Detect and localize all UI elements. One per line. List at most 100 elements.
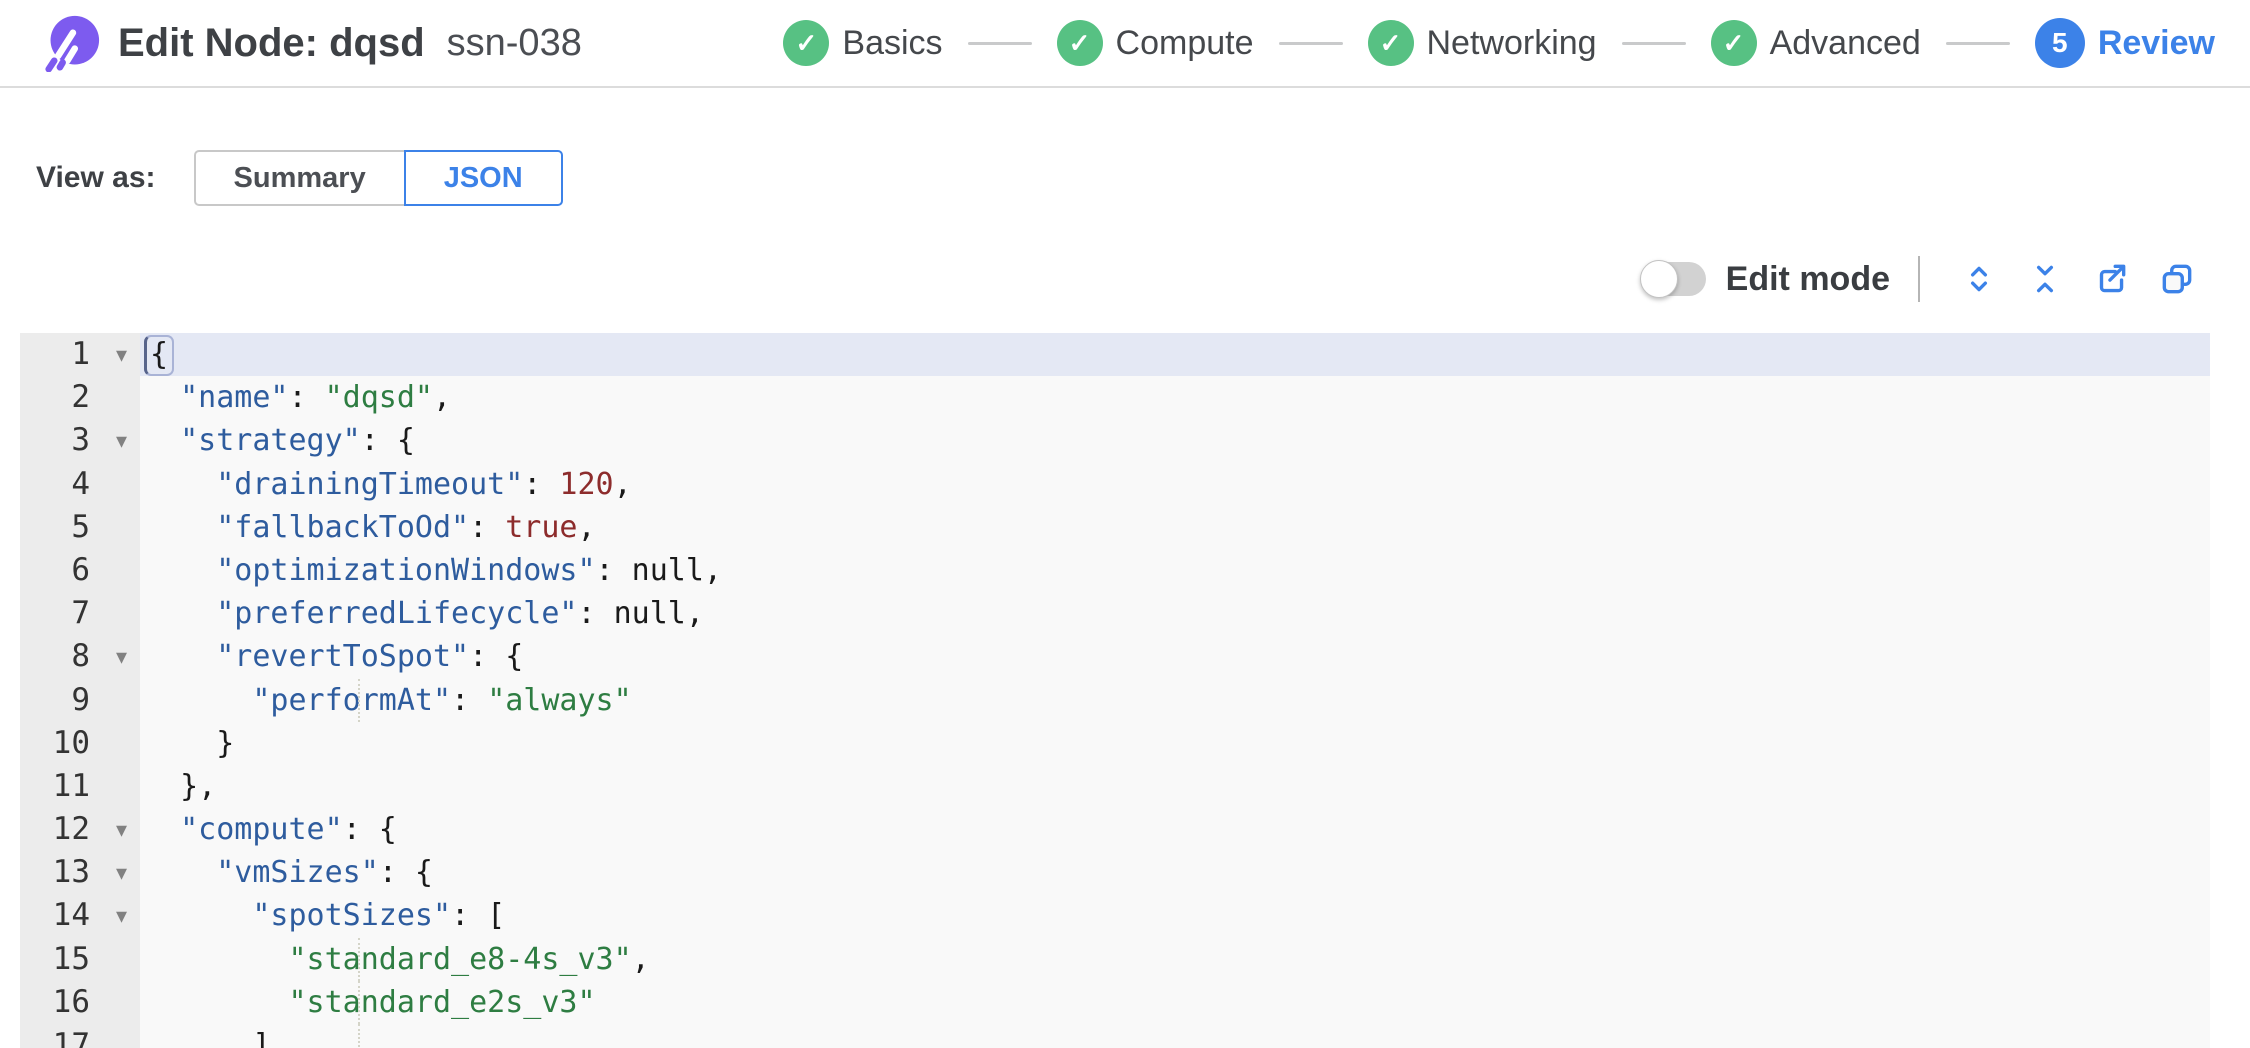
code-line[interactable]: "drainingTimeout": 120,	[144, 463, 2210, 506]
token-bool: true	[505, 509, 578, 545]
code-line[interactable]: "standard_e8-4s_v3",	[144, 937, 2210, 982]
token-str: "standard_e2s_v3"	[288, 984, 596, 1020]
token-key: "revertToSpot"	[216, 639, 470, 675]
gutter-line: 10	[20, 722, 140, 765]
gutter-line: 6	[20, 549, 140, 592]
export-icon[interactable]	[2092, 260, 2130, 298]
page-title: Edit Node: dqsd	[118, 20, 425, 65]
gutter-line: 14 ▾	[20, 894, 140, 937]
step-advanced[interactable]: ✓ Advanced	[1710, 20, 1921, 66]
step-label: Basics	[842, 23, 943, 62]
step-label: Networking	[1426, 23, 1597, 62]
token-null: null	[613, 596, 686, 632]
token-plain	[144, 639, 216, 674]
line-number: 13	[52, 854, 90, 891]
step-label: Review	[2097, 23, 2215, 62]
token-plain: ,	[685, 596, 704, 632]
code-line[interactable]: "name": "dqsd",	[144, 376, 2210, 419]
copy-icon[interactable]	[2158, 260, 2196, 298]
token-plain: :	[451, 682, 488, 718]
code-line[interactable]: }	[144, 722, 2210, 765]
token-plain: : {	[342, 812, 397, 848]
token-key: "preferredLifecycle"	[216, 596, 578, 632]
token-plain: :	[469, 509, 506, 545]
token-plain: ,	[613, 466, 632, 502]
code-line[interactable]: "strategy": {	[144, 419, 2210, 462]
step-networking[interactable]: ✓Networking	[1367, 20, 1597, 66]
collapse-all-icon[interactable]	[2026, 260, 2064, 298]
token-plain	[144, 855, 216, 890]
line-number: 12	[52, 811, 90, 848]
line-number: 2	[71, 379, 90, 416]
step-basics[interactable]: ✓Basics	[783, 20, 943, 66]
check-icon: ✓	[1710, 20, 1757, 66]
code-line[interactable]: },	[144, 765, 2210, 808]
code-line[interactable]: "vmSizes": {	[144, 851, 2210, 894]
step-connector	[1945, 41, 2010, 45]
line-number: 3	[71, 422, 90, 459]
view-as-summary-button[interactable]: Summary	[193, 150, 406, 206]
gutter-line: 13 ▾	[20, 851, 140, 894]
line-number: 6	[71, 551, 90, 588]
code-line[interactable]: "fallbackToOd": true,	[144, 506, 2210, 549]
token-plain: : [	[451, 898, 506, 934]
gutter-line: 11	[20, 765, 140, 808]
token-plain: ,	[577, 509, 596, 545]
step-number-badge: 5	[2034, 18, 2085, 68]
fold-arrow-icon[interactable]: ▾	[116, 903, 128, 929]
line-number: 17	[52, 1027, 90, 1048]
fold-arrow-icon[interactable]: ▾	[116, 342, 128, 367]
code-line[interactable]: "standard_e2s_v3"	[144, 980, 2210, 1025]
check-icon: ✓	[1056, 20, 1103, 66]
token-plain	[144, 985, 289, 1020]
code-line[interactable]: "revertToSpot": {	[144, 635, 2210, 678]
token-plain: :	[288, 380, 325, 416]
fold-arrow-icon[interactable]: ▾	[116, 428, 128, 454]
step-review[interactable]: 5 Review	[2034, 18, 2215, 68]
token-key: "strategy"	[180, 423, 361, 459]
token-str: "always"	[487, 682, 632, 718]
gutter-line: 15	[20, 938, 140, 981]
token-plain: :	[595, 552, 632, 588]
fold-arrow-icon[interactable]: ▾	[116, 817, 128, 843]
fold-arrow-icon[interactable]: ▾	[116, 644, 128, 670]
line-number: 7	[71, 595, 90, 632]
line-number: 4	[71, 465, 90, 502]
line-number: 15	[52, 940, 90, 977]
token-key: "fallbackToOd"	[216, 509, 470, 545]
view-as-json-button[interactable]: JSON	[403, 150, 563, 206]
step-connector	[1621, 41, 1686, 45]
editor-code-area[interactable]: { "name": "dqsd", "strategy": { "drainin…	[140, 333, 2210, 1048]
code-line[interactable]: ],	[144, 1024, 2210, 1048]
code-line[interactable]: "performAt": "always"	[144, 678, 2210, 722]
line-number: 9	[71, 681, 90, 718]
token-plain	[144, 467, 216, 502]
gutter-line: 1▾	[20, 333, 140, 376]
gutter-line: 7	[20, 592, 140, 635]
code-line[interactable]: "optimizationWindows": null,	[144, 549, 2210, 592]
token-plain	[144, 942, 289, 977]
fold-arrow-icon[interactable]: ▾	[116, 860, 128, 886]
step-compute[interactable]: ✓Compute	[1056, 20, 1254, 66]
code-line[interactable]: {	[140, 333, 2210, 377]
token-key: "drainingTimeout"	[216, 466, 524, 502]
step-label: Advanced	[1769, 23, 1921, 62]
gutter-line: 5	[20, 506, 140, 549]
expand-all-icon[interactable]	[1960, 260, 1998, 298]
code-line[interactable]: "spotSizes": [	[144, 894, 2210, 937]
gutter-line: 8▾	[20, 635, 140, 678]
token-plain	[144, 380, 180, 415]
token-str: "standard_e8-4s_v3"	[288, 941, 632, 977]
code-line[interactable]: "preferredLifecycle": null,	[144, 592, 2210, 635]
edit-mode-toggle[interactable]	[1639, 260, 1706, 298]
code-line[interactable]: "compute": {	[144, 808, 2210, 851]
node-id-subtitle: ssn-038	[446, 21, 582, 64]
line-number: 14	[52, 897, 90, 934]
editor-toolbar: Edit mode	[1639, 256, 2210, 302]
gutter-line: 3▾	[20, 419, 140, 462]
gutter-line: 16	[20, 981, 140, 1024]
